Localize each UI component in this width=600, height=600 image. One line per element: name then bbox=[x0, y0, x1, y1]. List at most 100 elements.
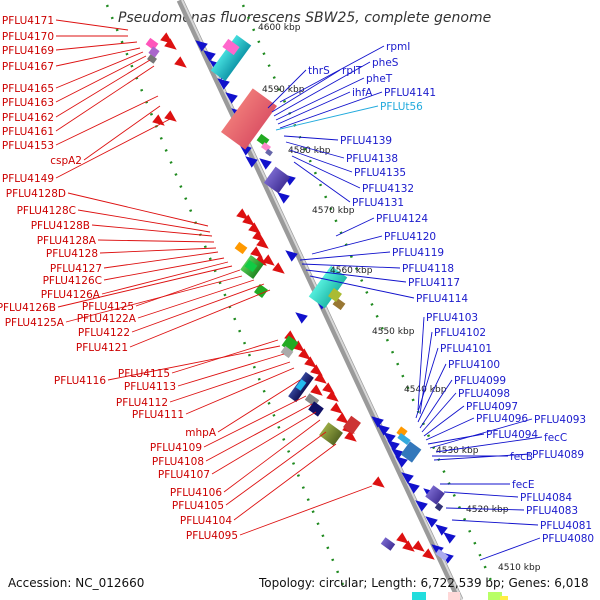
right-gene-label[interactable]: PFLU4094 bbox=[486, 429, 538, 441]
reverse-gene-arrow[interactable] bbox=[214, 74, 230, 90]
forward-gene-arrow[interactable] bbox=[164, 38, 180, 53]
left-gene-label[interactable]: PFLU4161 bbox=[2, 126, 54, 138]
right-gene-label[interactable]: PFLU4117 bbox=[408, 277, 460, 289]
left-gene-label[interactable]: PFLU4126B bbox=[0, 302, 56, 314]
left-gene-label[interactable]: PFLU4122A bbox=[77, 313, 137, 325]
reverse-gene-arrow[interactable] bbox=[388, 444, 404, 460]
right-gene-label[interactable]: fecE bbox=[512, 479, 535, 491]
right-gene-label[interactable]: PFLU4131 bbox=[352, 197, 404, 209]
reverse-gene-arrow[interactable] bbox=[222, 88, 238, 104]
right-gene-label[interactable]: PFLU4103 bbox=[426, 312, 478, 324]
gene-block[interactable] bbox=[280, 345, 294, 359]
forward-gene-arrow[interactable] bbox=[344, 430, 360, 445]
forward-gene-arrow[interactable] bbox=[236, 208, 252, 223]
reverse-gene-arrow[interactable] bbox=[368, 412, 384, 428]
right-gene-label[interactable]: fecB bbox=[510, 451, 533, 463]
gene-block[interactable] bbox=[380, 537, 396, 551]
reverse-gene-arrow[interactable] bbox=[256, 154, 272, 170]
right-gene-label[interactable]: PFLU4098 bbox=[458, 388, 510, 400]
right-gene-label[interactable]: PFLU4099 bbox=[454, 375, 506, 387]
left-gene-label[interactable]: PFLU4170 bbox=[2, 31, 54, 43]
reverse-gene-arrow[interactable] bbox=[422, 512, 438, 528]
right-gene-label[interactable]: PFLU4120 bbox=[384, 231, 436, 243]
right-gene-label[interactable]: PFLU4119 bbox=[392, 247, 444, 259]
right-gene-label[interactable]: ihfA bbox=[352, 87, 373, 99]
left-gene-label[interactable]: PFLU4095 bbox=[186, 530, 238, 542]
left-gene-label[interactable]: PFLU4104 bbox=[180, 515, 232, 527]
gene-block[interactable] bbox=[319, 422, 343, 446]
reverse-gene-arrow[interactable] bbox=[412, 496, 428, 512]
right-gene-label[interactable]: PFLU4114 bbox=[416, 293, 468, 305]
right-gene-label[interactable]: PFLU4089 bbox=[532, 449, 584, 461]
left-gene-label[interactable]: PFLU4128B bbox=[31, 220, 90, 232]
gene-block[interactable] bbox=[295, 379, 307, 391]
right-gene-label[interactable]: pheS bbox=[372, 57, 399, 69]
left-gene-label[interactable]: PFLU4149 bbox=[2, 173, 54, 185]
gene-block-partial[interactable] bbox=[412, 592, 426, 600]
gene-block[interactable] bbox=[254, 284, 268, 298]
right-gene-label[interactable]: PFLU4097 bbox=[466, 401, 518, 413]
forward-gene-arrow[interactable] bbox=[330, 402, 346, 417]
left-gene-label[interactable]: PFLU4108 bbox=[152, 456, 204, 468]
forward-gene-arrow[interactable] bbox=[242, 214, 258, 229]
forward-gene-arrow[interactable] bbox=[402, 540, 418, 555]
forward-gene-arrow[interactable] bbox=[396, 532, 412, 547]
gene-block[interactable] bbox=[234, 241, 248, 255]
left-gene-label[interactable]: PFLU4127 bbox=[50, 263, 102, 275]
left-gene-label[interactable]: PFLU4113 bbox=[124, 381, 176, 393]
left-gene-label[interactable]: PFLU4128A bbox=[37, 235, 97, 247]
gene-block[interactable] bbox=[308, 401, 324, 417]
gene-block[interactable] bbox=[244, 259, 258, 273]
gene-block[interactable] bbox=[396, 426, 408, 438]
forward-gene-arrow[interactable] bbox=[164, 110, 180, 125]
right-gene-label[interactable]: PFLU4100 bbox=[448, 359, 500, 371]
right-gene-label[interactable]: rplT bbox=[342, 65, 363, 77]
left-gene-label[interactable]: PFLU4125 bbox=[82, 301, 134, 313]
gene-block-partial[interactable] bbox=[448, 592, 460, 600]
gene-block[interactable] bbox=[222, 38, 240, 56]
gene-block-partial[interactable] bbox=[500, 596, 508, 600]
right-gene-label[interactable]: PFLU4081 bbox=[540, 520, 592, 532]
left-gene-label[interactable]: mhpA bbox=[185, 427, 217, 439]
forward-gene-arrow[interactable] bbox=[372, 476, 388, 491]
left-gene-label[interactable]: PFLU4128C bbox=[17, 205, 76, 217]
right-gene-label[interactable]: rpmI bbox=[386, 41, 410, 53]
left-gene-label[interactable]: PFLU4121 bbox=[76, 342, 128, 354]
reverse-gene-arrow[interactable] bbox=[282, 246, 298, 262]
right-gene-label[interactable]: PFLU4139 bbox=[340, 135, 392, 147]
reverse-gene-arrow[interactable] bbox=[440, 528, 456, 544]
left-gene-label[interactable]: PFLU4105 bbox=[172, 500, 224, 512]
forward-gene-arrow[interactable] bbox=[250, 246, 266, 261]
forward-gene-arrow[interactable] bbox=[292, 340, 308, 355]
gene-block[interactable] bbox=[308, 265, 348, 309]
forward-gene-arrow[interactable] bbox=[422, 548, 438, 563]
forward-gene-arrow[interactable] bbox=[412, 540, 428, 555]
forward-gene-arrow[interactable] bbox=[262, 254, 278, 269]
right-gene-label[interactable]: PFLU4138 bbox=[346, 153, 398, 165]
gene-block[interactable] bbox=[256, 133, 270, 147]
gene-block[interactable] bbox=[147, 54, 157, 64]
gene-block[interactable] bbox=[263, 166, 291, 194]
gene-block[interactable] bbox=[220, 88, 278, 150]
forward-gene-arrow[interactable] bbox=[256, 237, 272, 252]
gene-block[interactable] bbox=[425, 485, 445, 505]
forward-gene-arrow[interactable] bbox=[310, 384, 326, 399]
right-gene-label[interactable]: PFLU4101 bbox=[440, 343, 492, 355]
gene-block[interactable] bbox=[397, 433, 411, 445]
left-gene-label[interactable]: PFLU4126C bbox=[43, 275, 102, 287]
reverse-gene-arrow[interactable] bbox=[432, 520, 448, 536]
gene-block[interactable] bbox=[400, 441, 422, 463]
left-gene-label[interactable]: PFLU4111 bbox=[132, 409, 184, 421]
right-gene-label[interactable]: PFLU4118 bbox=[402, 263, 454, 275]
right-gene-label[interactable]: PFLU4124 bbox=[376, 213, 428, 225]
gene-block-partial[interactable] bbox=[488, 592, 502, 600]
forward-gene-arrow[interactable] bbox=[304, 356, 320, 371]
forward-gene-arrow[interactable] bbox=[322, 382, 338, 397]
right-gene-label[interactable]: PFLU4102 bbox=[434, 327, 486, 339]
left-gene-label[interactable]: PFLU4128D bbox=[6, 188, 66, 200]
right-gene-label[interactable]: PFLU4080 bbox=[542, 533, 594, 545]
right-gene-label[interactable]: PFLU4132 bbox=[362, 183, 414, 195]
reverse-gene-arrow[interactable] bbox=[404, 478, 420, 494]
reverse-gene-arrow[interactable] bbox=[398, 468, 414, 484]
reverse-gene-arrow[interactable] bbox=[192, 36, 208, 52]
